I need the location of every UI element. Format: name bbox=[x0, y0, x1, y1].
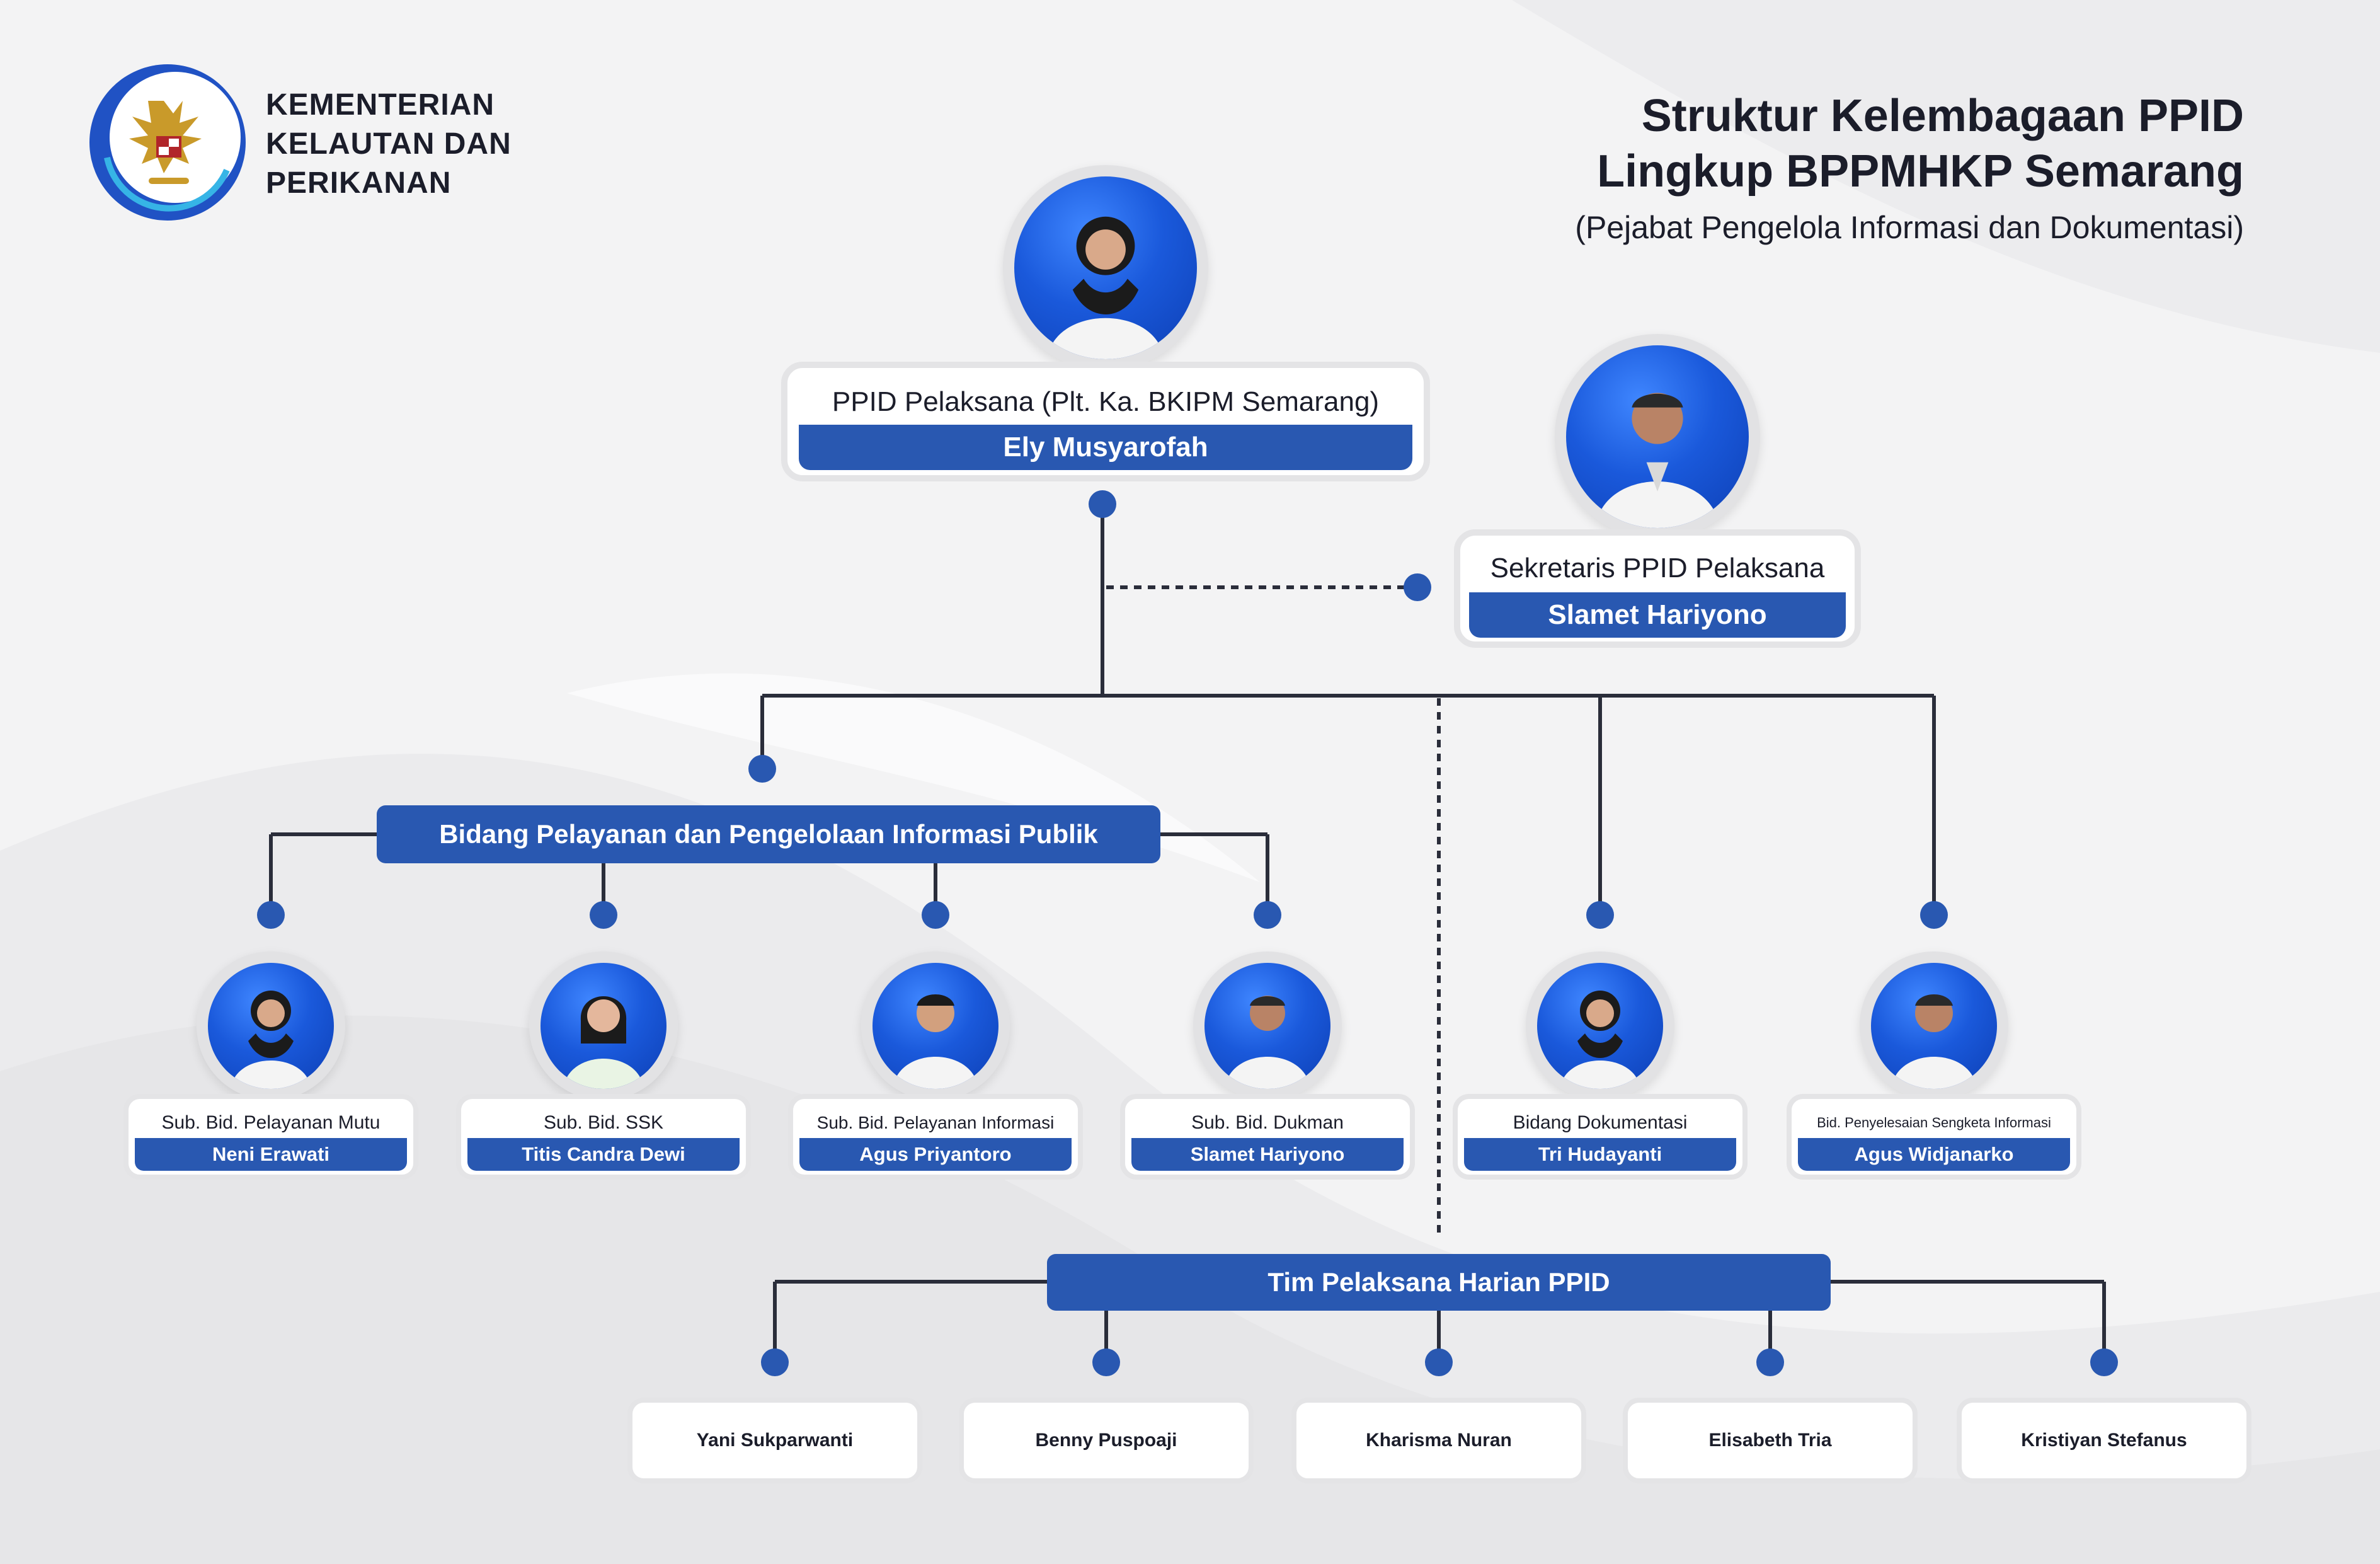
title-line1: Struktur Kelembagaan PPID bbox=[1641, 91, 2244, 141]
staff-card-agus-priyantoro: Sub. Bid. Pelayanan Informasi Agus Priya… bbox=[788, 1094, 1083, 1180]
staff-role: Bidang Dokumentasi bbox=[1513, 1112, 1688, 1133]
tim-member-card: Yani Sukparwanti bbox=[627, 1398, 922, 1483]
secretary-role: Sekretaris PPID Pelaksana bbox=[1490, 553, 1825, 584]
title-subtitle: (Pejabat Pengelola Informasi dan Dokumen… bbox=[1575, 210, 2244, 245]
tim-member-card: Elisabeth Tria bbox=[1623, 1398, 1918, 1483]
title-line2: Lingkup BPPMHKP Semarang bbox=[1597, 146, 2244, 197]
bidang-pelayanan-header: Bidang Pelayanan dan Pengelolaan Informa… bbox=[377, 805, 1160, 863]
tim-pelaksana-header: Tim Pelaksana Harian PPID bbox=[1047, 1254, 1831, 1311]
staff-role: Sub. Bid. Pelayanan Informasi bbox=[816, 1113, 1055, 1132]
ministry-name-line1: KEMENTERIAN bbox=[266, 88, 495, 122]
staff-card-neni: Sub. Bid. Pelayanan Mutu Neni Erawati bbox=[123, 1094, 418, 1180]
staff-role: Sub. Bid. Dukman bbox=[1191, 1112, 1344, 1133]
head-name: Ely Musyarofah bbox=[799, 425, 1412, 470]
staff-photo bbox=[1193, 952, 1342, 1100]
head-photo bbox=[1003, 165, 1208, 371]
staff-name: Tri Hudayanti bbox=[1464, 1138, 1736, 1171]
head-card: PPID Pelaksana (Plt. Ka. BKIPM Semarang)… bbox=[781, 362, 1430, 481]
staff-card-titis: Sub. Bid. SSK Titis Candra Dewi bbox=[456, 1094, 751, 1180]
tim-member-card: Kristiyan Stefanus bbox=[1957, 1398, 2251, 1483]
staff-role: Bid. Penyelesaian Sengketa Informasi bbox=[1817, 1115, 2051, 1130]
staff-card-tri: Bidang Dokumentasi Tri Hudayanti bbox=[1453, 1094, 1748, 1180]
ministry-logo bbox=[89, 64, 246, 221]
tim-member-card: Benny Puspoaji bbox=[959, 1398, 1254, 1483]
ministry-name-line2: KELAUTAN DAN bbox=[266, 127, 512, 161]
staff-name: Neni Erawati bbox=[135, 1138, 407, 1171]
secretary-name: Slamet Hariyono bbox=[1469, 592, 1846, 638]
staff-photo bbox=[1860, 952, 2008, 1100]
ministry-name-line3: PERIKANAN bbox=[266, 166, 452, 200]
secretary-photo bbox=[1555, 334, 1760, 539]
staff-card-slamet: Sub. Bid. Dukman Slamet Hariyono bbox=[1120, 1094, 1415, 1180]
staff-photo bbox=[861, 952, 1010, 1100]
staff-name: Slamet Hariyono bbox=[1131, 1138, 1404, 1171]
staff-role: Sub. Bid. SSK bbox=[543, 1112, 664, 1133]
staff-name: Agus Widjanarko bbox=[1798, 1138, 2070, 1171]
staff-photo bbox=[197, 952, 345, 1100]
head-role: PPID Pelaksana (Plt. Ka. BKIPM Semarang) bbox=[832, 386, 1380, 417]
staff-role: Sub. Bid. Pelayanan Mutu bbox=[161, 1112, 380, 1133]
staff-card-agus-widjanarko: Bid. Penyelesaian Sengketa Informasi Agu… bbox=[1787, 1094, 2081, 1180]
ministry-name: KEMENTERIAN KELAUTAN DAN PERIKANAN bbox=[266, 86, 556, 203]
secretary-card: Sekretaris PPID Pelaksana Slamet Hariyon… bbox=[1454, 529, 1861, 648]
page-title: Struktur Kelembagaan PPID Lingkup BPPMHK… bbox=[1575, 88, 2244, 256]
tim-member-card: Kharisma Nuran bbox=[1291, 1398, 1586, 1483]
staff-photo bbox=[1526, 952, 1674, 1100]
staff-name: Titis Candra Dewi bbox=[467, 1138, 740, 1171]
staff-name: Agus Priyantoro bbox=[799, 1138, 1072, 1171]
staff-photo bbox=[529, 952, 678, 1100]
